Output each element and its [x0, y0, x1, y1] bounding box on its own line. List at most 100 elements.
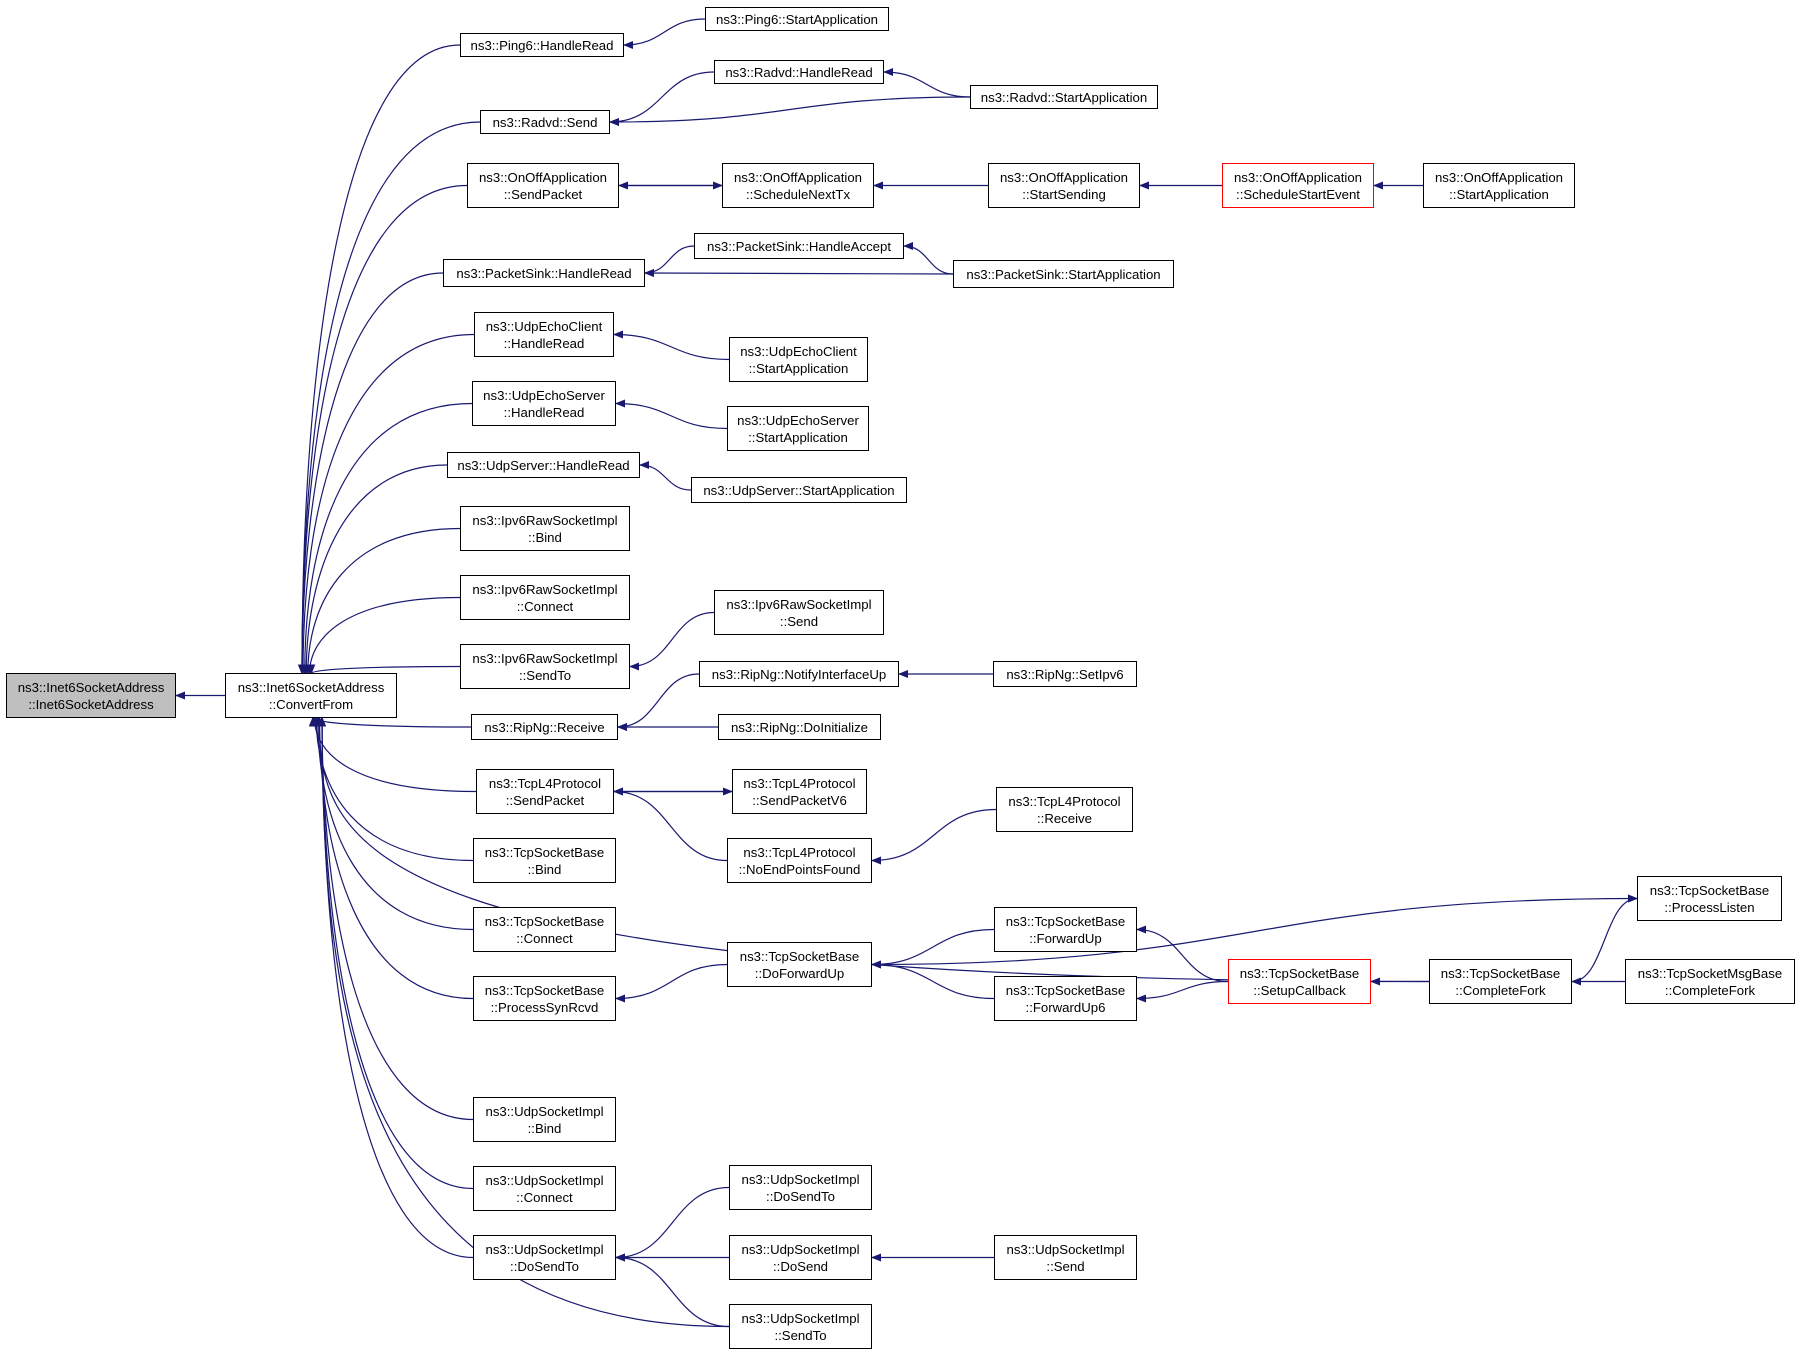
node-onoff-sp[interactable]: ns3::OnOffApplication::SendPacket — [467, 163, 619, 208]
node-tsb-fu6[interactable]: ns3::TcpSocketBase::ForwardUp6 — [994, 976, 1137, 1021]
node-label-line: ns3::TcpL4Protocol — [1008, 793, 1121, 809]
node-label-line: ns3::Inet6SocketAddress — [17, 679, 165, 695]
node-usi-conn[interactable]: ns3::UdpSocketImpl::Connect — [473, 1166, 616, 1211]
node-label-line: ::Connect — [516, 598, 574, 614]
node-ps-ha[interactable]: ns3::PacketSink::HandleAccept — [694, 233, 904, 259]
call-edge-usi_dst2-to-usi_dst — [615, 1186, 730, 1262]
node-root[interactable]: ns3::Inet6SocketAddress::Inet6SocketAddr… — [6, 673, 176, 718]
node-tsb-cf[interactable]: ns3::TcpSocketBase::CompleteFork — [1429, 959, 1572, 1004]
node-label-line: ns3::Ipv6RawSocketImpl — [472, 512, 618, 528]
node-radvd-sa[interactable]: ns3::Radvd::StartApplication — [970, 85, 1158, 109]
node-label-line: ns3::TcpSocketBase — [739, 948, 860, 964]
node-tsb-scb[interactable]: ns3::TcpSocketBase::SetupCallback — [1228, 959, 1371, 1004]
node-tcpl4-sp[interactable]: ns3::TcpL4Protocol::SendPacket — [476, 769, 614, 814]
node-label-line: ns3::PacketSink::StartApplication — [966, 266, 1161, 282]
node-onoff-snt[interactable]: ns3::OnOffApplication::ScheduleNextTx — [722, 163, 874, 208]
node-label-line: ns3::RipNg::NotifyInterfaceUp — [711, 666, 887, 682]
node-label-line: ns3::OnOffApplication — [1233, 169, 1363, 185]
node-label-line: ns3::Ping6::HandleRead — [470, 37, 614, 53]
node-tsb-psr[interactable]: ns3::TcpSocketBase::ProcessSynRcvd — [473, 976, 616, 1021]
node-label-line: ns3::TcpSocketBase — [1649, 882, 1770, 898]
node-label-line: ::ScheduleNextTx — [745, 186, 851, 202]
node-label-line: ns3::TcpSocketBase — [1005, 913, 1126, 929]
node-onoff-sse[interactable]: ns3::OnOffApplication::ScheduleStartEven… — [1222, 163, 1374, 208]
node-usi-dst2[interactable]: ns3::UdpSocketImpl::DoSendTo — [729, 1165, 872, 1210]
node-tsb-bind[interactable]: ns3::TcpSocketBase::Bind — [473, 838, 616, 883]
node-label-line: ::SendPacket — [503, 186, 583, 202]
node-ipv6r-conn[interactable]: ns3::Ipv6RawSocketImpl::Connect — [460, 575, 630, 620]
node-uec-sa[interactable]: ns3::UdpEchoClient::StartApplication — [729, 337, 868, 382]
node-tsb-dfu[interactable]: ns3::TcpSocketBase::DoForwardUp — [727, 942, 872, 987]
call-edge-us_hr-to-convert — [302, 464, 448, 675]
node-ripng-niu[interactable]: ns3::RipNg::NotifyInterfaceUp — [699, 661, 899, 687]
node-onoff-ss[interactable]: ns3::OnOffApplication::StartSending — [988, 163, 1140, 208]
node-radvd-send[interactable]: ns3::Radvd::Send — [480, 110, 610, 134]
node-ipv6r-send[interactable]: ns3::Ipv6RawSocketImpl::Send — [714, 590, 884, 635]
node-label-line: ns3::PacketSink::HandleRead — [456, 265, 632, 281]
node-convert[interactable]: ns3::Inet6SocketAddress::ConvertFrom — [225, 673, 397, 718]
node-ping6-sa[interactable]: ns3::Ping6::StartApplication — [705, 7, 889, 31]
node-ipv6r-bind[interactable]: ns3::Ipv6RawSocketImpl::Bind — [460, 506, 630, 551]
node-label-line: ns3::Ipv6RawSocketImpl — [472, 581, 618, 597]
node-label-line: ::StartApplication — [748, 429, 848, 445]
node-label-line: ::ScheduleStartEvent — [1236, 186, 1360, 202]
node-tsb-conn[interactable]: ns3::TcpSocketBase::Connect — [473, 907, 616, 952]
node-ripng-recv[interactable]: ns3::RipNg::Receive — [471, 714, 618, 740]
node-label-line: ns3::RipNg::DoInitialize — [730, 719, 869, 735]
node-label-line: ::Bind — [527, 1120, 562, 1136]
node-ps-sa[interactable]: ns3::PacketSink::StartApplication — [953, 260, 1174, 288]
node-label-line: ::ForwardUp — [1029, 930, 1102, 946]
call-edge-tcpl4_sp-to-convert — [310, 716, 477, 793]
call-edge-tsb_dfu-to-tsb_pl — [871, 894, 1638, 966]
node-us-hr[interactable]: ns3::UdpServer::HandleRead — [447, 452, 640, 478]
call-edge-tsb_conn-to-convert — [313, 716, 474, 931]
node-ues-hr[interactable]: ns3::UdpEchoServer::HandleRead — [472, 381, 616, 426]
node-label-line: ns3::TcpL4Protocol — [488, 775, 602, 791]
call-edge-uec_hr-to-convert — [298, 333, 475, 675]
node-label-line: ns3::UdpSocketImpl — [741, 1171, 860, 1187]
node-tcpl4-sp6[interactable]: ns3::TcpL4Protocol::SendPacketV6 — [732, 769, 867, 814]
node-label-line: ns3::Radvd::HandleRead — [725, 64, 873, 80]
node-label-line: ns3::RipNg::SetIpv6 — [1006, 666, 1124, 682]
call-edge-radvd_sa-to-radvd_hr — [883, 68, 971, 98]
node-uec-hr[interactable]: ns3::UdpEchoClient::HandleRead — [474, 312, 614, 357]
node-tsb-fu[interactable]: ns3::TcpSocketBase::ForwardUp — [994, 907, 1137, 952]
node-ipv6r-sendto[interactable]: ns3::Ipv6RawSocketImpl::SendTo — [460, 644, 630, 689]
node-ripng-seti[interactable]: ns3::RipNg::SetIpv6 — [993, 661, 1137, 687]
node-label-line: ::CompleteFork — [1455, 982, 1546, 998]
node-label-line: ns3::Ipv6RawSocketImpl — [472, 650, 618, 666]
node-onoff-sa[interactable]: ns3::OnOffApplication::StartApplication — [1423, 163, 1575, 208]
node-ps-hr[interactable]: ns3::PacketSink::HandleRead — [443, 259, 645, 287]
node-tsb-pl[interactable]: ns3::TcpSocketBase::ProcessListen — [1637, 876, 1782, 921]
node-label-line: ns3::UdpSocketImpl — [485, 1241, 604, 1257]
node-usi-dst[interactable]: ns3::UdpSocketImpl::DoSendTo — [473, 1235, 616, 1280]
node-label-line: ns3::UdpEchoClient — [485, 318, 603, 334]
node-ping6-hr[interactable]: ns3::Ping6::HandleRead — [460, 33, 624, 57]
call-edge-ripng_niu-to-ripng_recv — [617, 673, 700, 731]
node-usi-sendto[interactable]: ns3::UdpSocketImpl::SendTo — [729, 1304, 872, 1349]
node-label-line: ns3::TcpL4Protocol — [743, 844, 856, 860]
call-edge-ipv6r_send-to-ipv6r_sendto — [629, 611, 715, 671]
node-label-line: ns3::TcpSocketBase — [484, 844, 605, 860]
node-ripng-doi[interactable]: ns3::RipNg::DoInitialize — [718, 714, 881, 740]
node-label-line: ns3::UdpEchoServer — [483, 387, 605, 403]
node-radvd-hr[interactable]: ns3::Radvd::HandleRead — [714, 60, 884, 84]
node-tsmb-cf[interactable]: ns3::TcpSocketMsgBase::CompleteFork — [1625, 959, 1795, 1004]
call-edge-tsb_fu-to-tsb_dfu — [871, 928, 995, 969]
node-label-line: ::ConvertFrom — [268, 696, 354, 712]
node-ues-sa[interactable]: ns3::UdpEchoServer::StartApplication — [727, 406, 869, 451]
node-label-line: ::DoForwardUp — [754, 965, 845, 981]
node-label-line: ::StartSending — [1022, 186, 1106, 202]
node-usi-ds[interactable]: ns3::UdpSocketImpl::DoSend — [729, 1235, 872, 1280]
node-us-sa[interactable]: ns3::UdpServer::StartApplication — [691, 477, 907, 503]
node-label-line: ::HandleRead — [503, 404, 585, 420]
node-usi-send[interactable]: ns3::UdpSocketImpl::Send — [994, 1235, 1137, 1280]
node-tcpl4-recv[interactable]: ns3::TcpL4Protocol::Receive — [996, 787, 1133, 832]
call-edge-usi_sendto-to-convert — [318, 716, 730, 1328]
node-label-line: ::ForwardUp6 — [1025, 999, 1106, 1015]
node-label-line: ns3::UdpSocketImpl — [485, 1172, 604, 1188]
node-tcpl4-nepf[interactable]: ns3::TcpL4Protocol::NoEndPointsFound — [727, 838, 872, 883]
node-label-line: ns3::OnOffApplication — [478, 169, 608, 185]
call-edge-usi_dst-to-convert — [318, 716, 474, 1259]
node-usi-bind[interactable]: ns3::UdpSocketImpl::Bind — [473, 1097, 616, 1142]
